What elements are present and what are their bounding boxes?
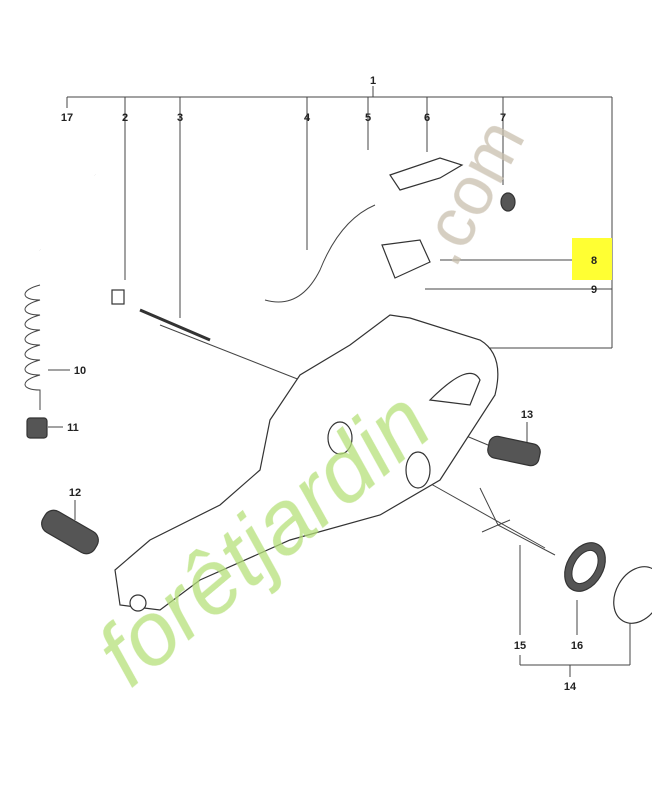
callout-6[interactable]: 6 [424,112,430,124]
part-16-seal [564,542,606,592]
callout-1[interactable]: 1 [370,75,376,87]
callout-2[interactable]: 2 [122,112,128,124]
callout-17[interactable]: 17 [61,112,73,124]
callout-3[interactable]: 3 [177,112,183,124]
part-10-spring [24,284,41,410]
callout-13[interactable]: 13 [521,409,533,421]
part-3-rod [139,308,211,342]
part-17-hose [21,154,98,252]
part-12-buffer [41,509,99,555]
callout-labels: 1 17 2 3 4 5 6 7 8 9 10 11 13 12 15 16 1… [61,75,597,693]
callout-4[interactable]: 4 [304,112,311,124]
callout-14[interactable]: 14 [564,681,577,693]
part-1-handle-housing [114,314,499,612]
highlight-box [572,238,612,280]
part-15-bracket [479,487,556,556]
part-2-nipple [111,289,125,305]
callout-10[interactable]: 10 [74,365,86,377]
callout-5[interactable]: 5 [365,112,371,124]
callout-16[interactable]: 16 [571,640,583,652]
part-7-spring [500,192,516,212]
svg-text:forêtjardin: forêtjardin [79,371,450,705]
callout-7[interactable]: 7 [500,112,506,124]
part-13-buffer [487,435,541,467]
part-8-trigger [381,239,431,279]
part-4-cable [264,204,376,303]
part-11-filter [26,417,48,439]
callout-8[interactable]: 8 [591,255,597,267]
svg-text:.com: .com [399,106,539,277]
callout-11[interactable]: 11 [67,422,79,434]
callout-15[interactable]: 15 [514,640,526,652]
callout-12[interactable]: 12 [69,487,81,499]
part-14-cap [613,566,652,624]
callout-9[interactable]: 9 [591,284,597,296]
part-6-lever [389,157,464,191]
